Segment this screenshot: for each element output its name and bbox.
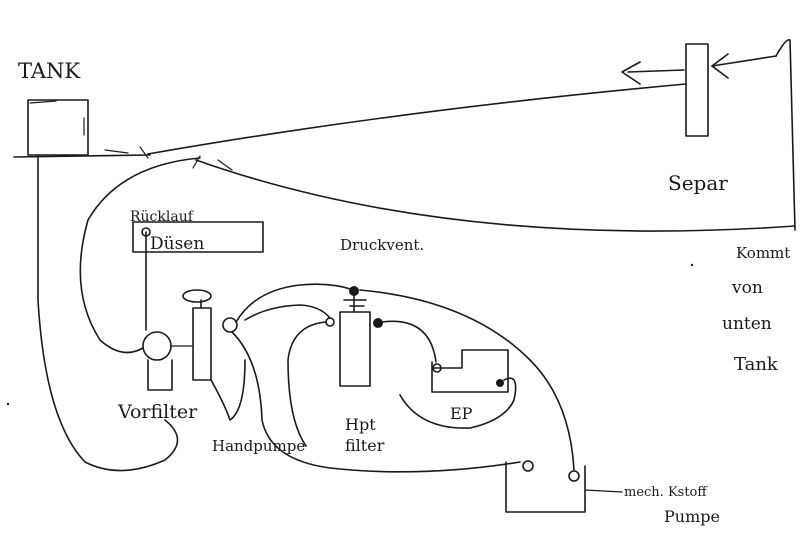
mech-pumpe-body [505,461,586,513]
ep-body [431,349,509,393]
hauptfilter-body [339,311,371,387]
handpumpe [182,289,238,381]
line-from-tank-bottom [775,39,796,231]
speck-2 [690,263,694,267]
handpumpe-label: Handpumpe [212,437,305,455]
speck [6,402,10,406]
line-tank-to-vorfilter [79,157,201,354]
handpumpe-body [192,307,212,381]
hauptfilter [325,286,383,387]
vorfilter-label: Vorfilter [117,401,198,423]
ep-port-right [496,379,504,387]
druckventil-body [343,299,367,307]
kommt-label-4: Tank [734,354,779,375]
druckventil-label: Druckvent. [340,236,424,254]
hptfilter-label-1: Hpt [345,415,376,434]
line-handpumpe-to-hauptfilter [244,304,331,321]
line-tank-to-separ-top [147,83,687,155]
vorfilter-head [142,331,172,361]
vorfilter-bowl [147,359,173,391]
line-druckventil-to-pumpe [359,289,575,471]
kommt-label-2: von [731,278,763,298]
separ-label: Separ [668,171,728,195]
hauptfilter-port-left [325,317,335,327]
tank [13,99,151,159]
line-lower-loop-to-pumpe [231,331,521,473]
tank-line-marks [104,146,149,159]
separ-out-arrowhead [621,61,641,85]
line-hauptfilter-to-ep [381,320,437,363]
mech-pumpe-label-1: mech. Kstoff [624,485,708,500]
vorfilter [142,231,193,391]
line-handpumpe-to-druckventil [235,283,355,323]
mech-pumpe [505,460,623,513]
tank-base-line [13,154,151,158]
ep-port-left [432,363,442,373]
separ-box [685,43,709,137]
line-tank-to-separ-bottom [195,159,796,232]
hptfilter-label-2: filter [345,436,385,455]
mech-pumpe-label-2: Pumpe [664,507,720,526]
handpumpe-knob [182,289,212,303]
kommt-label-1: Kommt [736,244,790,262]
ep-label: EP [450,404,473,423]
line-vorfilter-handpumpe [210,359,246,421]
separ [621,43,777,137]
mech-pumpe-leader [584,489,623,493]
kommt-label-3: unten [722,314,772,334]
duesen-box [132,221,264,253]
tank-box [27,99,89,156]
ep [431,349,509,393]
handpumpe-port [222,317,238,333]
mech-pumpe-port-right [568,470,580,482]
druckventil-valve [349,286,359,296]
separ-out-line [627,69,685,73]
hauptfilter-port-right [373,318,383,328]
ruecklauf-label: Rücklauf [130,209,195,225]
separ-in-line [711,55,777,67]
line-tank-outlet-left [37,154,179,472]
mech-pumpe-port-left [522,460,534,472]
separ-in-arrowhead [711,53,729,79]
tank-label: TANK [18,59,80,83]
line-hauptfilter-inner [287,321,327,447]
duesen-label: Düsen [150,234,204,254]
line-ep-loop [399,377,517,429]
tank-cap [29,100,57,104]
